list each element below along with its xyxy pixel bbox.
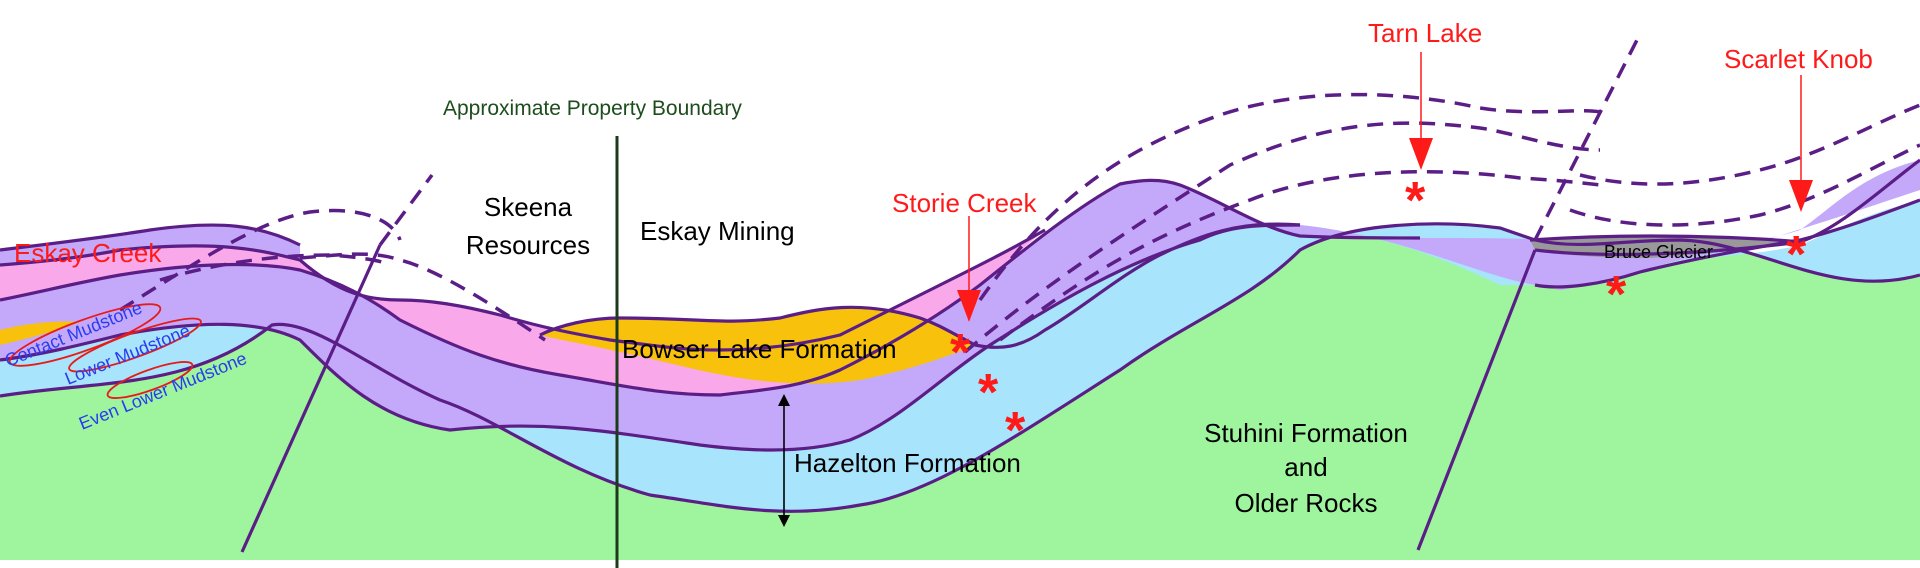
asterisk-bowser-lower: * [978, 364, 999, 422]
stuhini-formation-label-line2: and [1284, 452, 1327, 482]
contact-glacier-top [1529, 234, 1801, 244]
skeena-resources-label-line1: Skeena [484, 192, 573, 222]
dashed-east-1 [1579, 103, 1920, 186]
eskay-creek-label: Eskay Creek [14, 238, 162, 268]
dashed-upper-west [119, 208, 402, 312]
bowser-lake-formation-layer [540, 307, 975, 384]
mudstone-ellipses [8, 303, 202, 399]
storie-creek-label: Storie Creek [892, 188, 1037, 218]
contact-surface-mid [974, 222, 1301, 349]
hazelton-lower-layer [0, 200, 1920, 512]
hazelton-top-band [0, 225, 300, 265]
pointer-arrows [957, 52, 1813, 322]
stuhini-formation-layer [0, 223, 1920, 561]
hazelton-middle-layer [0, 160, 1920, 450]
contact-hazelton-middle-top [0, 178, 1421, 397]
dashed-fault-west [378, 173, 434, 247]
lower-mudstone-ellipse [68, 317, 202, 373]
occurrence-markers: * * * * * * [950, 172, 1807, 460]
fault-west [240, 244, 382, 553]
hazelton-thickness-arrow [778, 394, 790, 527]
bowser-lake-left-wedge [0, 321, 80, 345]
contact-bowser-top [539, 305, 976, 347]
contact-hazelton-middle-top-east [1534, 158, 1920, 257]
bruce-glacier-label: Bruce Glacier [1604, 242, 1713, 262]
dashed-upper-east-2 [998, 169, 1601, 342]
skeena-resources-label-line2: Resources [466, 230, 590, 260]
contact-stuhini-top [0, 222, 1920, 513]
dashed-lower-west [299, 252, 546, 342]
asterisk-scarlet-knob: * [1786, 226, 1807, 284]
contact-top-band [0, 223, 301, 252]
contact-hazelton-upper-top [0, 228, 1046, 352]
contact-hazelton-lower-top [0, 223, 1301, 452]
scarlet-knob-label: Scarlet Knob [1724, 44, 1873, 74]
bruce-glacier [1530, 236, 1800, 258]
tarn-lake-label: Tarn Lake [1368, 18, 1482, 48]
asterisk-storie-creek: * [950, 324, 971, 382]
property-boundary-label: Approximate Property Boundary [443, 97, 742, 120]
dashed-top-arc [978, 92, 1601, 302]
dashed-east-2 [1569, 143, 1920, 227]
dashed-mid-west [159, 253, 391, 282]
stuhini-formation-label-line3: Older Rocks [1234, 488, 1377, 518]
even-lower-mudstone-ellipse [106, 361, 194, 399]
dashed-fault-east [1533, 39, 1639, 241]
dashed-upper-east-1 [963, 121, 1601, 354]
contact-lines [0, 158, 1920, 553]
contact-hazelton-lower-top-east [1534, 198, 1920, 289]
asterisk-hazelton-lower: * [1005, 402, 1026, 460]
stuhini-formation-label-line1: Stuhini Formation [1204, 418, 1408, 448]
eskay-mining-label: Eskay Mining [640, 216, 795, 246]
asterisk-bruce-glacier-lower: * [1606, 266, 1627, 324]
bowser-lake-formation-label: Bowser Lake Formation [622, 334, 897, 364]
hazelton-formation-label: Hazelton Formation [794, 448, 1021, 478]
contact-mudstone-ellipse [8, 303, 162, 367]
asterisk-tarn-lake: * [1405, 172, 1426, 230]
fault-east [1416, 249, 1537, 551]
eroded-contacts [119, 39, 1920, 354]
